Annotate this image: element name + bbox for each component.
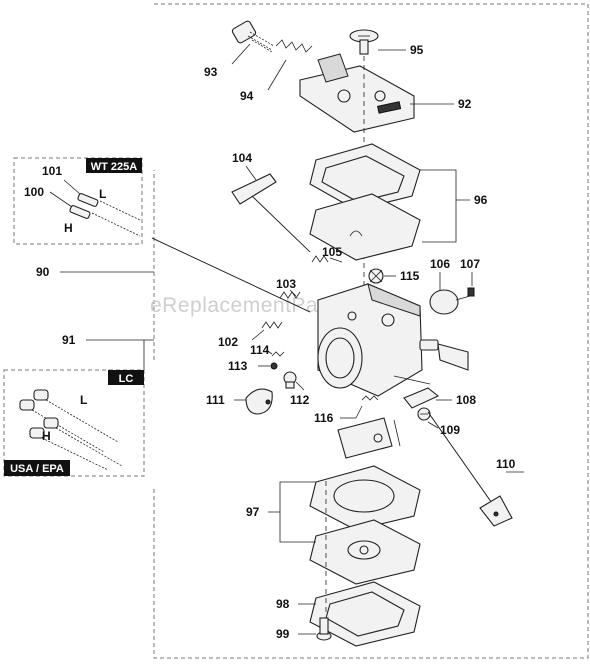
label-111: 111	[206, 393, 225, 407]
label-91: 91	[62, 333, 76, 347]
assembly-frame	[153, 3, 589, 659]
label-113: 113	[228, 359, 248, 373]
part-106-107-screen	[429, 287, 475, 315]
part-111-throttle-plate	[245, 388, 273, 415]
letter-h-top: H	[64, 221, 73, 235]
label-96: 96	[474, 193, 488, 207]
label-116: 116	[314, 411, 334, 425]
part-93-screw	[231, 20, 275, 53]
part-109-screw	[417, 407, 431, 421]
carburetor-body	[317, 283, 469, 397]
label-107: 107	[460, 257, 480, 271]
part-103-spring	[279, 291, 301, 299]
label-110: 110	[496, 457, 516, 471]
label-99: 99	[276, 627, 290, 641]
part-105-spring	[311, 255, 329, 263]
part-99-screw	[316, 617, 332, 641]
usa-epa-tag: USA / EPA	[10, 463, 64, 475]
usa-tag-box	[4, 460, 70, 476]
letter-h-bottom: H	[42, 429, 51, 443]
label-102: 102	[218, 335, 238, 349]
part-104-lever	[231, 173, 311, 253]
label-104: 104	[232, 151, 252, 165]
label-92: 92	[458, 97, 472, 111]
part-115-inlet-needle	[368, 268, 384, 284]
part-90-throttle-shaft	[151, 237, 311, 313]
wt-tag: WT 225A	[91, 161, 138, 173]
wt-inset-frame	[13, 157, 143, 245]
part-96-gaskets	[309, 143, 421, 261]
wt-tag-box	[86, 158, 142, 173]
label-97: 97	[246, 505, 260, 519]
label-95: 95	[410, 43, 424, 57]
part-102-spring	[261, 321, 283, 329]
label-112: 112	[290, 393, 310, 407]
part-94-spring	[275, 39, 313, 53]
part-113-ball	[270, 362, 278, 370]
low-speed-needle-101	[77, 193, 141, 221]
high-speed-needle-100	[69, 205, 141, 237]
part-108-lever	[393, 375, 440, 409]
wt-needle-inset: WT 225A 101 100 L H	[13, 157, 143, 245]
label-98: 98	[276, 597, 290, 611]
label-101: 101	[42, 164, 62, 178]
label-90: 90	[36, 265, 50, 279]
label-108: 108	[456, 393, 476, 407]
part-95-screw	[349, 29, 379, 55]
label-93: 93	[204, 65, 218, 79]
lc-tag: LC	[119, 373, 134, 385]
label-114: 114	[250, 343, 270, 357]
letter-l-top: L	[99, 187, 106, 201]
part-112-screw	[283, 371, 297, 389]
lc-tag-box	[108, 370, 144, 385]
part-110-choke-shaft	[427, 411, 513, 527]
label-109: 109	[440, 423, 460, 437]
label-100: 100	[24, 185, 44, 199]
label-105: 105	[322, 245, 342, 259]
letter-l-bottom: L	[80, 393, 87, 407]
label-94: 94	[240, 89, 254, 103]
part-98-pump-cover	[309, 581, 421, 647]
part-97-pump-gaskets	[309, 465, 421, 585]
label-115: 115	[400, 269, 420, 283]
part-116-pump	[337, 395, 401, 459]
label-103: 103	[276, 277, 296, 291]
lc-inset-frame	[3, 369, 145, 477]
lc-needle-inset: LC USA / EPA L H	[3, 369, 145, 477]
lc-needles	[19, 389, 123, 471]
label-106: 106	[430, 257, 450, 271]
part-92-cover	[299, 53, 415, 133]
part-114-spring	[271, 351, 285, 357]
